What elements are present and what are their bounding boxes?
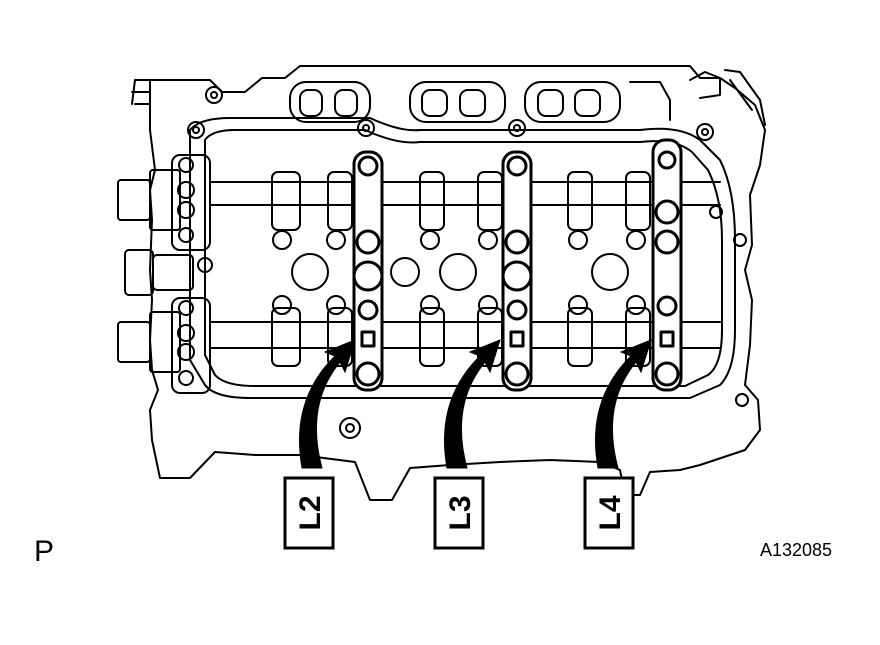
arrow-l2 [299,339,356,469]
head-bolts [187,86,749,439]
bearing-cap-l2 [352,150,384,392]
intake-port [289,81,371,123]
intake-port [537,89,564,117]
intake-port [409,81,506,123]
intake-port [334,89,358,117]
oil-control-valve [124,249,213,296]
figure-code: A132085 [760,540,833,560]
bearing-cap-l3 [501,150,533,392]
intake-port [421,89,448,117]
hose-fitting [689,71,721,99]
intake-camshaft [209,171,721,231]
spark-plug-tubes [291,253,629,291]
vvt-actuator-lower [117,297,211,394]
callout-l3: L3 [433,476,485,550]
view-mark: P [34,535,55,568]
pipe [724,69,766,126]
callout-l2: L2 [283,476,335,550]
head-cover-rim [189,117,736,399]
arrow-l4 [595,339,652,469]
hose-fitting [131,79,151,105]
callout-label-l2: L2 [294,495,327,530]
arrow-l3 [444,339,501,469]
callout-l4: L4 [583,476,635,550]
intake-port [299,89,323,117]
bearing-cap-l4 [651,138,683,392]
intake-port [574,89,601,117]
intake-port [524,81,621,123]
vvt-actuator-upper [117,154,211,251]
callout-label-l4: L4 [594,495,627,530]
callout-label-l3: L3 [444,495,477,530]
intake-port [459,89,486,117]
valve-bores [272,230,646,315]
